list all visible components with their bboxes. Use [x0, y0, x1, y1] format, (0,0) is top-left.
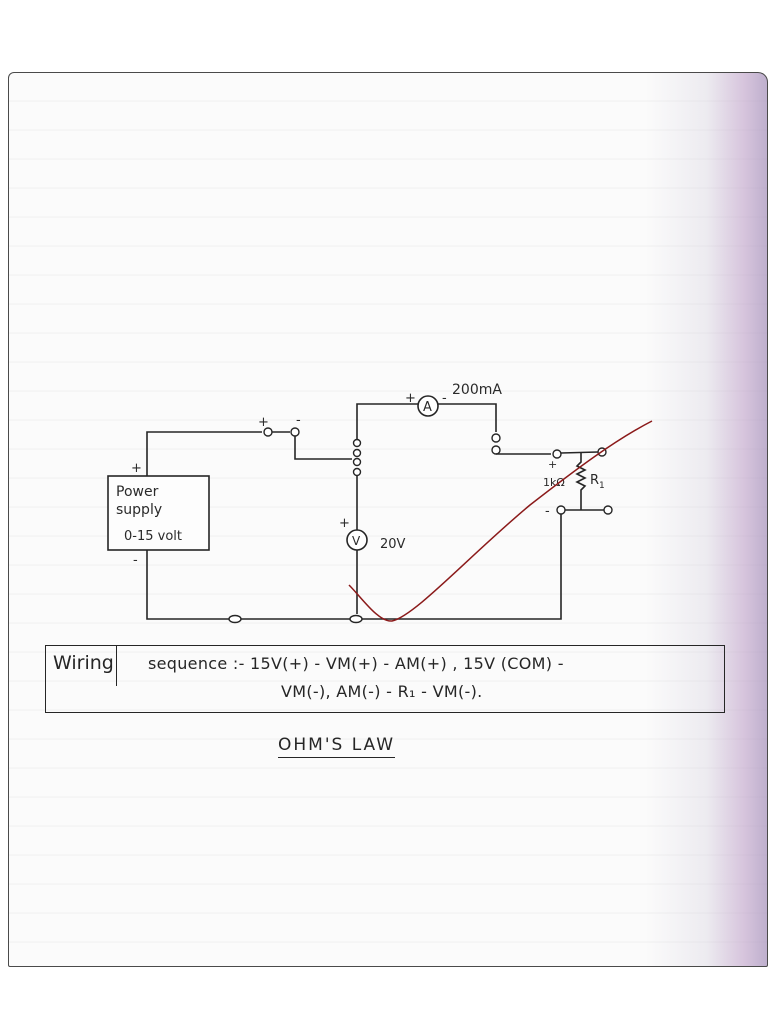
resistor-r1	[575, 453, 587, 510]
resistor-value: 1kΩ	[543, 476, 565, 489]
ammeter-out-terminal-1	[491, 433, 501, 443]
voltmeter-plus: +	[339, 516, 350, 531]
resistor-plus: +	[548, 458, 557, 471]
resistor-terminal-bottom-right	[603, 505, 613, 515]
resistor-terminal-bottom-left	[556, 505, 566, 515]
wiring-label-divider	[116, 646, 117, 686]
wiring-sequence-line1: sequence :- 15V(+) - VM(+) - AM(+) , 15V…	[148, 654, 564, 673]
voltmeter-symbol: V	[352, 534, 361, 548]
wire-switch-to-junction	[294, 436, 352, 460]
resistor-minus: -	[545, 504, 550, 519]
power-supply-box	[107, 475, 210, 551]
bottom-terminal-voltmeter	[349, 614, 363, 624]
wire-ammeter-to-terminals	[438, 403, 497, 432]
resistor-label-subscript: 1	[599, 481, 605, 491]
wiring-sequence-box: Wiring sequence :- 15V(+) - VM(+) - AM(+…	[45, 645, 725, 713]
junction-terminal-3	[352, 457, 362, 467]
power-supply-plus: +	[131, 461, 142, 476]
junction-terminal-4	[352, 467, 362, 477]
power-supply-range: 0-15 volt	[124, 529, 182, 544]
ammeter-rating: 200mA	[452, 382, 502, 398]
junction-terminal-2	[352, 448, 362, 458]
ammeter-minus: -	[442, 391, 447, 406]
red-pen-stroke	[348, 420, 653, 622]
bottom-terminal-left	[228, 614, 242, 624]
page-title: OHM'S LAW	[278, 735, 396, 758]
power-supply-label-line1: Power	[116, 484, 159, 500]
resistor-terminal-top-left	[552, 449, 562, 459]
ammeter	[417, 395, 439, 417]
switch-terminal-right	[290, 427, 300, 437]
wiring-sequence-line2: VM(-), AM(-) - R₁ - VM(-).	[281, 682, 483, 701]
wire-bottom-return	[146, 550, 229, 620]
ammeter-out-terminal-2	[491, 445, 501, 455]
power-supply-minus: -	[133, 553, 138, 568]
resistor-label: R	[590, 473, 599, 488]
wire-junction-to-ammeter	[356, 403, 418, 440]
ammeter-plus: +	[405, 391, 416, 406]
wire-resistor-top	[560, 451, 599, 454]
switch-minus: -	[296, 413, 301, 428]
junction-terminal-1	[352, 438, 362, 448]
ammeter-symbol: A	[423, 400, 432, 415]
wire-supply-plus-to-switch	[146, 431, 262, 476]
wiring-label: Wiring	[53, 652, 114, 674]
voltmeter-rating: 20V	[380, 537, 406, 552]
wire-bottom-to-resistor	[362, 514, 562, 620]
power-supply-label-line2: supply	[116, 502, 162, 518]
switch-plus: +	[258, 415, 269, 430]
